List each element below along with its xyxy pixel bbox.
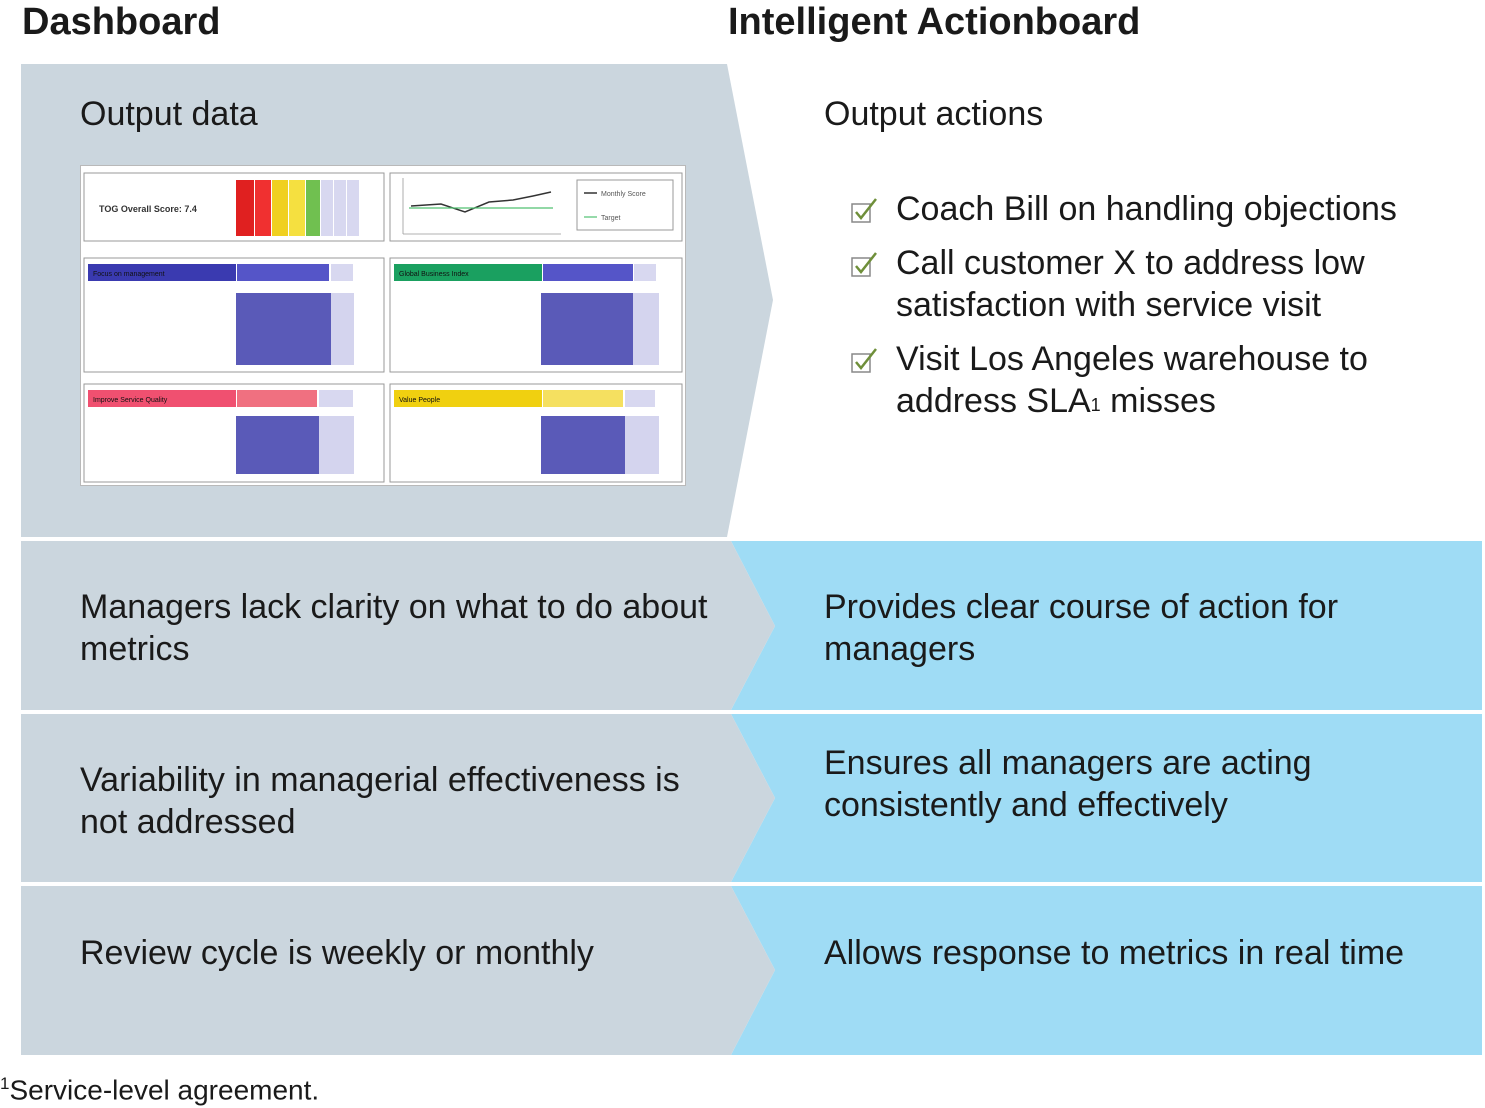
footnote-marker: 1	[0, 1074, 10, 1093]
svg-text:Improve Service Quality: Improve Service Quality	[93, 397, 168, 404]
row3-dashboard-chevron	[21, 886, 775, 1055]
output-actions-label: Output actions	[824, 95, 1044, 133]
action-item: Coach Bill on handling objections	[850, 188, 1450, 230]
row3-actionboard-bg	[731, 886, 1482, 1055]
score-label: TOG Overall Score: 7.4	[99, 204, 197, 214]
dashboard-header: Dashboard	[22, 1, 221, 43]
checkbox-checked-icon	[850, 242, 896, 283]
mini-dashboard-graphic: TOG Overall Score: 7.4 Monthly Score Tar…	[83, 172, 683, 483]
svg-text:Focus on management: Focus on management	[93, 271, 165, 278]
action-item: Call customer X to address low satisfact…	[850, 242, 1450, 326]
row1-dashboard-chevron	[21, 541, 775, 710]
footnote-text: Service-level agreement.	[9, 1074, 320, 1106]
row2-actionboard-bg	[731, 714, 1482, 882]
svg-text:Monthly Score: Monthly Score	[601, 191, 646, 198]
row2-dashboard-chevron	[21, 714, 775, 882]
output-data-label: Output data	[80, 95, 258, 133]
panel-value-people: Value People	[389, 383, 683, 483]
action-text: Call customer X to address low satisfact…	[896, 244, 1365, 324]
mini-dashboard-thumbnail: TOG Overall Score: 7.4 Monthly Score Tar…	[80, 165, 686, 486]
actionboard-header: Intelligent Actionboard	[728, 1, 1141, 43]
svg-text:Target: Target	[601, 215, 621, 222]
checkbox-checked-icon	[850, 188, 896, 229]
footnote: 1Service-level agreement.	[0, 1066, 319, 1108]
checkbox-checked-icon	[850, 338, 896, 379]
row3-dashboard-text: Review cycle is weekly or monthly	[80, 934, 594, 972]
action-item: Visit Los Angeles warehouse to address S…	[850, 338, 1450, 422]
row1-actionboard-bg	[731, 541, 1482, 710]
row2-dashboard-text: Variability in managerial effectiveness …	[80, 761, 680, 841]
svg-text:Value People: Value People	[399, 397, 440, 404]
row2-actionboard-text: Ensures all managers are acting consiste…	[824, 744, 1312, 824]
panel-global-business: Global Business Index	[389, 257, 683, 373]
svg-text:Global Business Index: Global Business Index	[399, 271, 469, 278]
panel-focus-management: Focus on management	[83, 257, 385, 373]
output-actions-list: Coach Bill on handling objections Call c…	[850, 188, 1450, 434]
panel-service-quality: Improve Service Quality	[83, 383, 385, 483]
row1-dashboard-text: Managers lack clarity on what to do abou…	[80, 588, 708, 668]
row1-actionboard-text: Provides clear course of action for mana…	[824, 588, 1339, 668]
action-text: Coach Bill on handling objections	[896, 190, 1397, 228]
action-text: Visit Los Angeles warehouse to address S…	[896, 340, 1368, 420]
row3-actionboard-text: Allows response to metrics in real time	[824, 934, 1405, 972]
